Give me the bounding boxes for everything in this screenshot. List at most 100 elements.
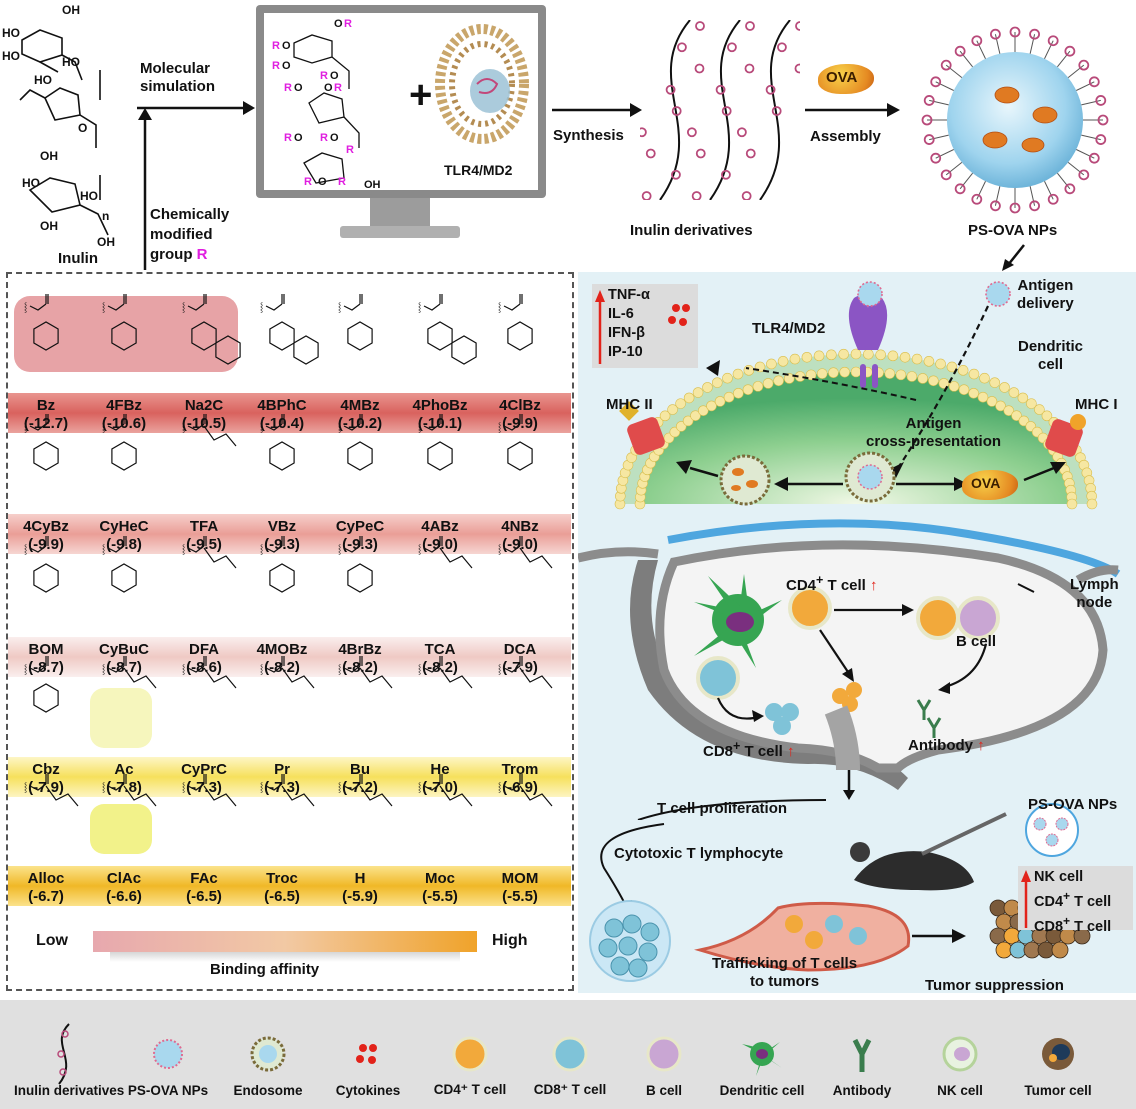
legend-icon bbox=[1042, 1038, 1074, 1070]
ctl-label: Cytotoxic T lymphocyte bbox=[614, 845, 784, 862]
lipid-head bbox=[733, 387, 744, 399]
t-cell-text-cd4: T cell bbox=[827, 577, 866, 594]
lipid-head bbox=[706, 400, 717, 412]
ring bbox=[427, 321, 453, 351]
structure-linker bbox=[343, 294, 363, 311]
ring bbox=[347, 563, 373, 593]
lipid-head bbox=[850, 366, 862, 378]
pendant-group bbox=[736, 127, 747, 138]
lipid-head bbox=[805, 369, 817, 381]
group-name: Cbz bbox=[32, 761, 60, 778]
docking-score: (-9.0) bbox=[422, 536, 458, 553]
np-surface-chain bbox=[1076, 81, 1095, 91]
lipid-head bbox=[722, 372, 733, 384]
legend-icon bbox=[452, 1036, 488, 1072]
docking-score: (-9.3) bbox=[342, 536, 378, 553]
dc-in-node bbox=[694, 574, 782, 668]
pendant-group bbox=[645, 148, 656, 159]
pendant-group bbox=[727, 42, 737, 53]
docking-score: (-10.5) bbox=[181, 415, 227, 432]
lipid-head bbox=[928, 375, 939, 387]
np-surface-group bbox=[1009, 202, 1021, 214]
structure-linker bbox=[265, 414, 285, 431]
np-surface-chain bbox=[959, 172, 973, 190]
assembly-label: Assembly bbox=[810, 128, 881, 145]
affinity-gradient-bar bbox=[93, 931, 477, 952]
ring bbox=[111, 321, 137, 351]
lipid-head bbox=[690, 410, 701, 421]
svg-text:O: O bbox=[334, 18, 343, 30]
legend-item: PS-OVA NPs bbox=[118, 1004, 218, 1104]
chain bbox=[359, 667, 393, 689]
legend-icon bbox=[646, 1036, 682, 1072]
lipid-head bbox=[675, 421, 687, 432]
lipid-head bbox=[1003, 405, 1015, 416]
chain bbox=[123, 785, 157, 807]
np-surface-chain bbox=[1057, 50, 1071, 68]
cytokine-tnf: TNF-α bbox=[608, 287, 650, 303]
np-surface-group bbox=[1009, 26, 1021, 38]
tumor-cell bbox=[1051, 941, 1069, 959]
chain bbox=[519, 547, 553, 569]
legend-icon bbox=[153, 1039, 183, 1069]
attachment-point: ⸾ bbox=[260, 782, 263, 793]
docking-score: (-12.7) bbox=[23, 415, 69, 432]
b-cell-label: B cell bbox=[956, 633, 997, 650]
group-name: Na2C bbox=[184, 397, 224, 414]
attachment-point: ⸾ bbox=[182, 782, 185, 793]
np-surface-group bbox=[1078, 59, 1090, 71]
lipid-head bbox=[850, 348, 862, 360]
structure-linker bbox=[343, 414, 363, 431]
affinity-entry: DCA(-7.9) bbox=[482, 641, 558, 677]
legend-item: Dendritic cell bbox=[712, 1004, 812, 1104]
chain bbox=[203, 547, 237, 569]
chemically-modified-text: Chemically modified group bbox=[150, 206, 230, 263]
affinity-entry: Na2C(-10.5) bbox=[166, 397, 242, 433]
chain bbox=[439, 667, 473, 689]
inulin-derivatives-label: Inulin derivatives bbox=[630, 222, 753, 239]
lipid-head bbox=[1034, 404, 1045, 415]
attachment-point: ⸾ bbox=[418, 782, 421, 793]
pendant-group bbox=[744, 63, 755, 74]
lipid-head bbox=[1041, 410, 1053, 422]
affinity-bar-shadow bbox=[110, 952, 460, 962]
affinity-entry: Alloc(-6.7) bbox=[8, 870, 84, 906]
effector-cd8-text: CD8 bbox=[1034, 918, 1064, 935]
lipid-head bbox=[948, 381, 960, 392]
tumor-cell bbox=[1037, 941, 1055, 959]
docking-score: (-5.5) bbox=[422, 888, 458, 905]
affinity-entry: He(-7.0) bbox=[402, 761, 478, 797]
lipid-head bbox=[1017, 392, 1029, 404]
structure-linker bbox=[107, 294, 127, 311]
np-surface-chain bbox=[994, 34, 1001, 54]
affinity-entry: 4BPhC(-10.4) bbox=[244, 397, 320, 433]
lipid-head bbox=[762, 378, 774, 389]
down-arrow-to-dc bbox=[1002, 244, 1025, 271]
ova-label: OVA bbox=[826, 69, 858, 86]
n-subscript: n bbox=[102, 209, 109, 223]
legend-label: CD8⁺ T cell bbox=[533, 1082, 607, 1097]
lipid-head bbox=[875, 349, 886, 361]
attachment-point: ⸾ bbox=[338, 302, 341, 313]
pendant-group bbox=[771, 106, 782, 116]
assembly-arrow bbox=[805, 103, 900, 117]
svg-text:O: O bbox=[294, 82, 303, 94]
np-surface-group bbox=[1064, 45, 1076, 57]
svg-text:O: O bbox=[78, 121, 87, 135]
lipid-head bbox=[697, 405, 709, 416]
svg-text:O: O bbox=[294, 132, 303, 144]
chemical-structures: ⸾⸾⸾⸾⸾⸾⸾⸾⸾⸾⸾⸾⸾⸾⸾⸾⸾⸾⸾⸾⸾⸾⸾⸾⸾⸾⸾⸾⸾⸾⸾⸾⸾⸾⸾ bbox=[24, 294, 553, 807]
attachment-point: ⸾ bbox=[418, 422, 421, 433]
structure-linker bbox=[503, 774, 523, 791]
svg-text:R: R bbox=[272, 40, 280, 52]
affinity-entry: Bz(-12.7) bbox=[8, 397, 84, 433]
svg-text:O: O bbox=[330, 132, 339, 144]
affinity-entry: Pr(-7.3) bbox=[244, 761, 320, 797]
affinity-entry: CyPeC(-9.3) bbox=[322, 518, 398, 554]
svg-text:OH: OH bbox=[62, 3, 80, 17]
lipid-head bbox=[1008, 387, 1020, 398]
structure-linker bbox=[423, 774, 443, 791]
structure-linker bbox=[29, 656, 49, 673]
group-name: VBz bbox=[267, 518, 297, 535]
